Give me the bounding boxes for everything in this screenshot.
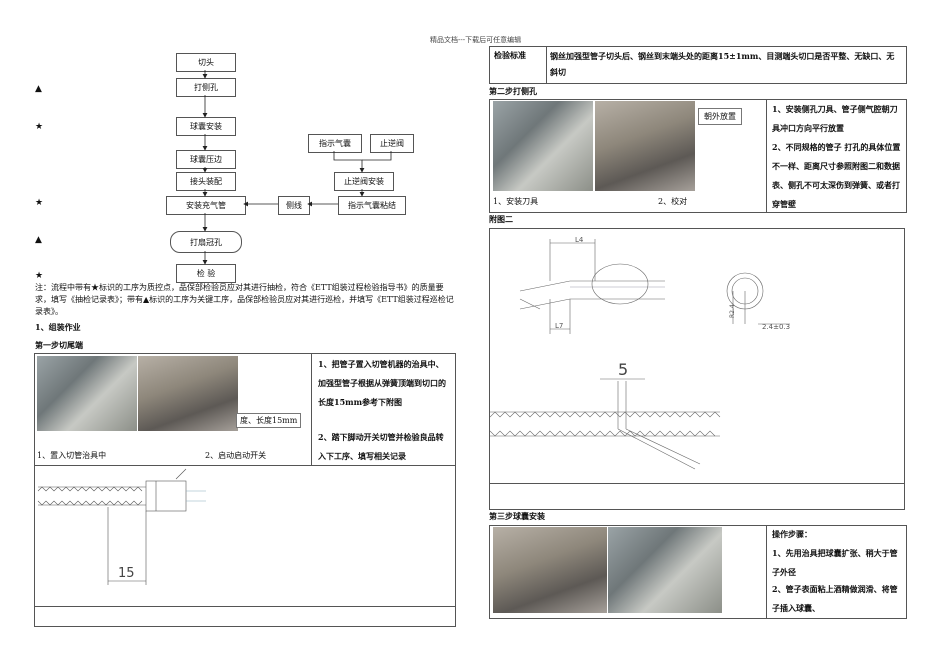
inspection-standard-text: 钢丝加强型管子切头后、钢丝到末端头处的距离15±1mm、目测端头切口是否平整、无…: [550, 51, 895, 77]
flow-marker-quality-point: ★: [35, 198, 44, 208]
figure2-drawing: L4 L7 R2.4 2.4±0.3 5: [490, 236, 790, 470]
step1-photo-overlay: 度、长度15mm: [236, 413, 302, 428]
figure2-label-r: R2.4: [729, 304, 736, 318]
step3-table: [489, 525, 907, 619]
section-title: 1、组装作业: [35, 322, 81, 332]
step1-drawing: 15: [37, 468, 206, 585]
step1-title: 第一步切尾端: [35, 340, 83, 350]
step1-caption-1: 1、置入切管治具中: [37, 451, 107, 460]
flow-arrows: [202, 70, 392, 265]
step1-photo-2: [138, 356, 238, 431]
step1-table: [34, 353, 456, 627]
step2-instruction-1: 1、安装侧孔刀具、管子侧气腔朝刀具冲口方向平行放置: [772, 104, 898, 133]
inspection-standard-label: 检验标准: [494, 50, 526, 60]
step2-caption-2: 2、校对: [658, 197, 688, 206]
step1-caption-2: 2、启动启动开关: [205, 451, 267, 460]
flow-node-indicator-bonding: 指示气囊粘结: [338, 196, 406, 215]
step2-instruction-2: 2、不同规格的管子 打孔的具体位置不一样、距离尺寸参照附图二和数据表、侧孔不可太…: [772, 142, 901, 209]
inspection-standard-table: [489, 46, 907, 84]
step1-dim-label: 15: [118, 566, 135, 581]
step2-photo-overlay: 朝外放置: [698, 108, 742, 125]
step3-photo-1: [493, 527, 607, 613]
step2-photo-2: [595, 101, 695, 191]
flow-marker-quality-point: ★: [35, 122, 44, 132]
step2-table: [489, 99, 907, 213]
step2-photo-1: [493, 101, 593, 191]
page-header-note: 精品文档---下载后可任意编辑: [430, 36, 522, 44]
flow-node-cut-head: 切头: [176, 53, 236, 72]
figure2-frame: [489, 228, 905, 510]
flow-node-indicator-balloon: 指示气囊: [308, 134, 362, 153]
step3-heading: 操作步骤：: [772, 529, 812, 539]
step3-title: 第三步球囊安装: [489, 511, 545, 521]
step2-title: 第二步打侧孔: [489, 86, 537, 96]
figure2-label-l7: L7: [555, 322, 563, 330]
step1-photo-1: [37, 356, 137, 431]
flow-marker-quality-point: ★: [35, 271, 44, 281]
step1-instruction-2: 2、踏下脚动开关切管并检验良品转入下工序、填写相关记录: [318, 432, 444, 461]
figure2-label-l4: L4: [575, 236, 584, 244]
figure2-title: 附图二: [489, 214, 513, 224]
step1-instruction-1: 1、把管子置入切管机器的治具中、加强型管子根据从弹簧顶端到切口的长度15mm参考…: [318, 359, 446, 407]
flow-marker-key-process: ▲: [35, 235, 42, 245]
step2-caption-1: 1、安装刀具: [493, 197, 539, 206]
figure2-label-tolerance: 2.4±0.3: [762, 323, 790, 331]
step3-photo-2: [608, 527, 722, 613]
flow-node-check-valve: 止逆阀: [370, 134, 414, 153]
step3-instruction-1: 1、先用治具把球囊扩张、稍大于管子外径: [772, 548, 898, 577]
step3-instruction-2: 2、管子表面粘上酒精做润滑、将管子插入球囊、: [772, 584, 898, 613]
process-note: 注：流程中带有★标识的工序为质控点，品保部检验员应对其进行抽检，符合《ETT组装…: [35, 283, 454, 316]
figure2-label-five: 5: [618, 360, 628, 379]
flow-marker-key-process: ▲: [35, 84, 42, 94]
